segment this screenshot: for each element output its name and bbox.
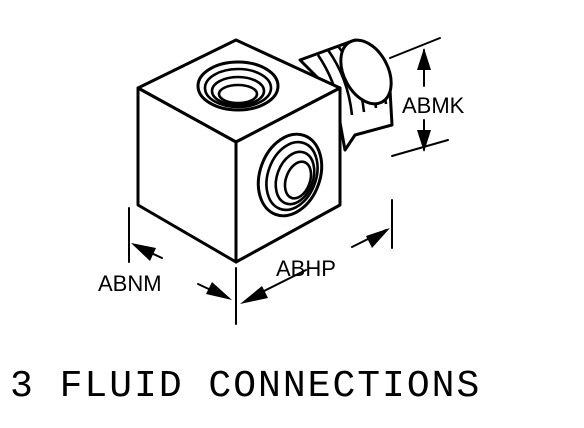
dim-width-label: ABHP xyxy=(276,256,336,281)
side-port xyxy=(256,132,324,218)
dim-height-label: ABMK xyxy=(402,93,465,118)
dim-height: ABMK xyxy=(389,37,465,157)
dim-width: ABHP xyxy=(235,199,393,325)
fitting-body xyxy=(136,38,342,264)
dim-depth: ABNM xyxy=(98,207,232,300)
dim-depth-label: ABNM xyxy=(98,271,162,296)
caption: 3 FLUID CONNECTIONS xyxy=(10,365,481,408)
top-port xyxy=(196,60,280,112)
